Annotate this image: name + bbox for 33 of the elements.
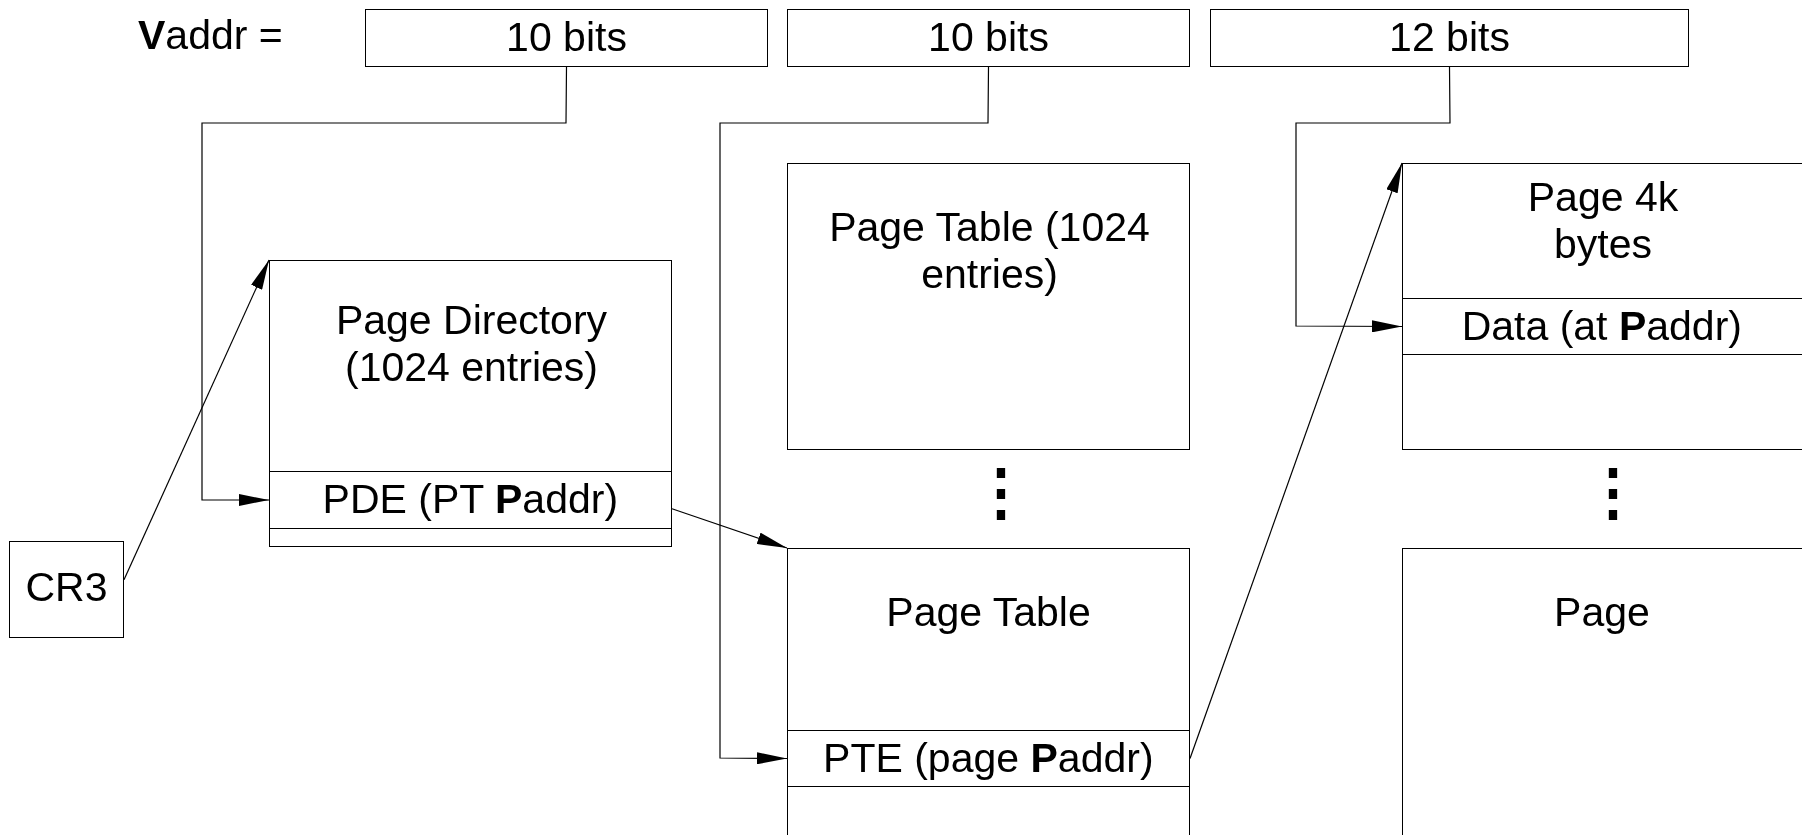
address-field-box [787, 9, 1190, 67]
table-box [787, 163, 1190, 450]
arrow [719, 66, 990, 765]
table-entry-row [786, 729, 1190, 787]
box-label: 10 bits [505, 14, 628, 62]
arrow [1295, 66, 1451, 333]
box-label: Page Table (1024 entries) [828, 204, 1151, 299]
formula-label: Vaddr = [138, 12, 283, 59]
table-box [269, 260, 672, 547]
box-label: Page [1553, 589, 1651, 637]
table-entry-row [268, 470, 672, 529]
arrow [1189, 162, 1403, 760]
box-label: PDE (PT Paddr) [321, 475, 620, 523]
box-label: 10 bits [927, 14, 1050, 62]
ellipsis-mark: ⋮ [970, 456, 1032, 528]
box-label: Data (at Paddr) [1460, 302, 1743, 350]
box-label: PTE (page Paddr) [822, 734, 1155, 782]
box-label: Page 4k bytes [1526, 174, 1680, 269]
data-row [1401, 297, 1802, 355]
box-label: CR3 [24, 564, 109, 612]
address-field-box [1210, 9, 1689, 67]
table-box [787, 548, 1190, 835]
arrow [201, 66, 568, 506]
register-box [9, 541, 124, 638]
arrow [123, 259, 270, 581]
address-field-box [365, 9, 768, 67]
ellipsis-mark: ⋮ [1582, 456, 1644, 528]
arrow [671, 508, 788, 549]
box-label: Page Table [885, 589, 1092, 637]
box-label: 12 bits [1388, 14, 1511, 62]
box-label: Page Directory (1024 entries) [334, 297, 609, 392]
page-box [1402, 163, 1802, 450]
page-box [1402, 548, 1802, 835]
